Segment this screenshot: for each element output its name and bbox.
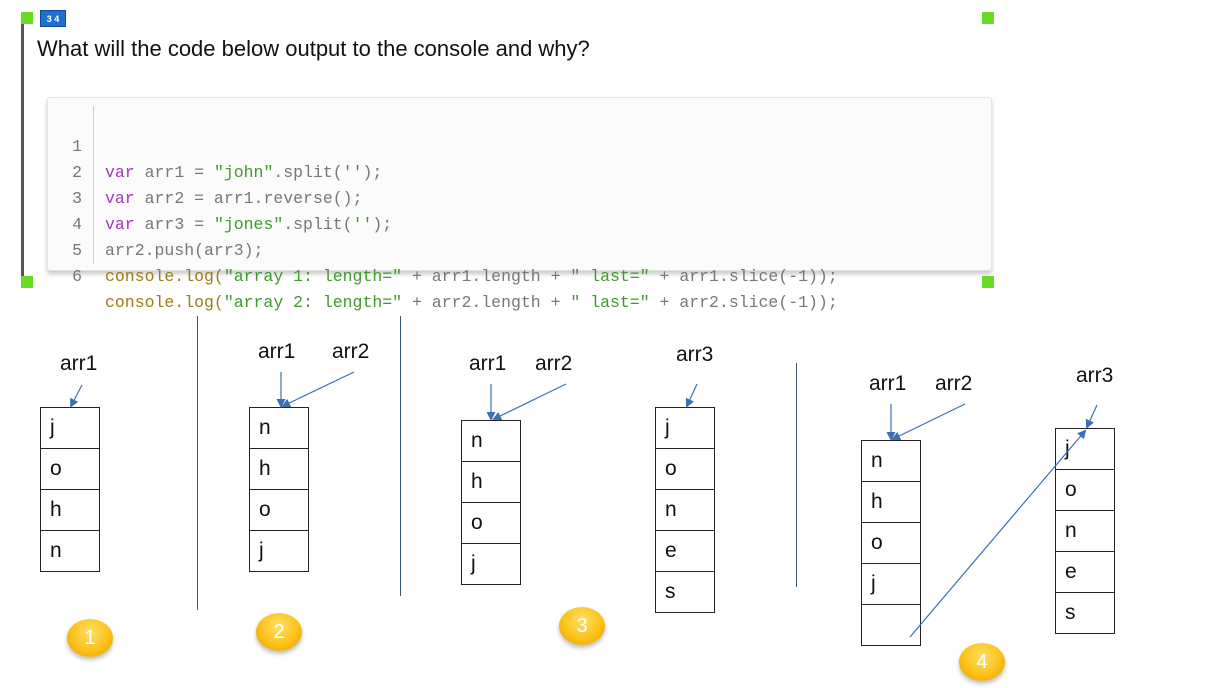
label-arr1: arr1 [60,352,98,375]
array-cell: n [40,530,100,572]
array-cell: j [861,563,921,605]
line-number: 5 [72,241,82,260]
line-number: 6 [72,267,82,286]
code-text: .split( [273,163,343,182]
code-text: + arr2.slice(-1)); [649,293,838,312]
app-icon: 3 4 [40,10,66,27]
pointer-arrow [891,403,966,440]
array-cell: h [861,481,921,523]
label-arr2: arr2 [935,372,973,395]
array-stack-arr1-arr2: n h o j [249,407,309,572]
label-arr1: arr1 [258,340,296,363]
code-line-1: 1 var arr1 = "john".split(''); [48,108,382,182]
array-cell: e [655,530,715,572]
string-literal: "array 1: length=" [223,267,403,286]
step-badge-1: 1 [67,619,113,657]
array-cell: n [461,420,521,462]
selection-frame [21,17,24,281]
pointer-arrow [281,371,355,408]
code-line-5: 5 console.log("array 1: length=" + arr1.… [48,212,838,286]
string-literal: '' [342,163,363,182]
code-text: + arr1.slice(-1)); [649,267,838,286]
string-literal: " last=" [570,293,650,312]
line-number: 1 [72,137,82,156]
array-stack-arr1-arr2: n h o j [861,440,921,646]
label-arr3: arr3 [1076,364,1114,387]
code-text: arr1 = [134,163,214,182]
panel-divider [197,316,198,610]
code-text: .split( [283,215,353,234]
array-stack-arr1: j o h n [40,407,100,572]
array-cell: s [655,571,715,613]
label-arr1: arr1 [869,372,907,395]
function-call: console.log( [105,267,224,286]
string-literal: " last=" [570,267,650,286]
pointer-arrow [1085,404,1098,429]
array-cell: j [655,407,715,449]
step-badge-3: 3 [559,607,605,645]
resize-handle-bottom-right[interactable] [982,276,994,288]
label-arr2: arr2 [535,352,573,375]
array-cell: j [40,407,100,449]
line-number: 2 [72,163,82,182]
keyword: var [105,215,135,234]
string-literal: "john" [213,163,274,182]
code-text: + arr2.length + [402,293,571,312]
code-text: ); [362,163,383,182]
string-literal: '' [352,215,373,234]
code-text: arr2.push(arr3); [105,241,264,260]
string-literal: "array 2: length=" [223,293,403,312]
pointer-arrow [70,384,83,408]
code-text: + arr1.length + [402,267,571,286]
array-cell: j [461,543,521,585]
question-text: What will the code below output to the c… [37,36,590,61]
code-text: ); [372,215,393,234]
array-cell: o [1055,469,1115,511]
panel-divider [796,363,797,587]
code-line-4: 4 arr2.push(arr3); [48,186,263,260]
line-number: 4 [72,215,82,234]
nested-reference-arrow [909,429,1087,638]
array-cell: s [1055,592,1115,634]
line-number: 3 [72,189,82,208]
array-cell: o [40,448,100,490]
label-arr3: arr3 [676,343,714,366]
label-arr1: arr1 [469,352,507,375]
array-cell: o [249,489,309,531]
keyword: var [105,163,135,182]
panel-divider [400,316,401,596]
code-line-3: 3 var arr3 = "jones".split(''); [48,160,392,234]
array-stack-arr3: j o n e s [655,407,715,613]
label-arr2: arr2 [332,340,370,363]
step-badge-4: 4 [959,643,1005,681]
array-cell: n [655,489,715,531]
array-cell: j [249,530,309,572]
pointer-arrow [492,383,567,420]
code-line-6: 6 console.log("array 2: length=" + arr2.… [48,238,838,312]
resize-handle-top-left[interactable] [21,12,33,24]
code-gutter [93,106,94,264]
keyword: var [105,189,135,208]
code-text: arr2 = arr1.reverse(); [134,189,363,208]
array-cell: o [861,522,921,564]
code-block: 1 var arr1 = "john".split(''); 2 var arr… [47,97,992,312]
array-cell-nested-ref [861,604,921,646]
code-line-2: 2 var arr2 = arr1.reverse(); [48,134,362,208]
code-text: arr3 = [134,215,214,234]
pointer-arrow [685,383,698,408]
array-cell: h [461,461,521,503]
step-badge-2: 2 [256,613,302,651]
resize-handle-bottom-left[interactable] [21,276,33,288]
function-call: console.log( [105,293,224,312]
array-cell: h [40,489,100,531]
string-literal: "jones" [213,215,284,234]
array-cell: e [1055,551,1115,593]
array-stack-arr1-arr2: n h o j [461,420,521,585]
resize-handle-top-right[interactable] [982,12,994,24]
